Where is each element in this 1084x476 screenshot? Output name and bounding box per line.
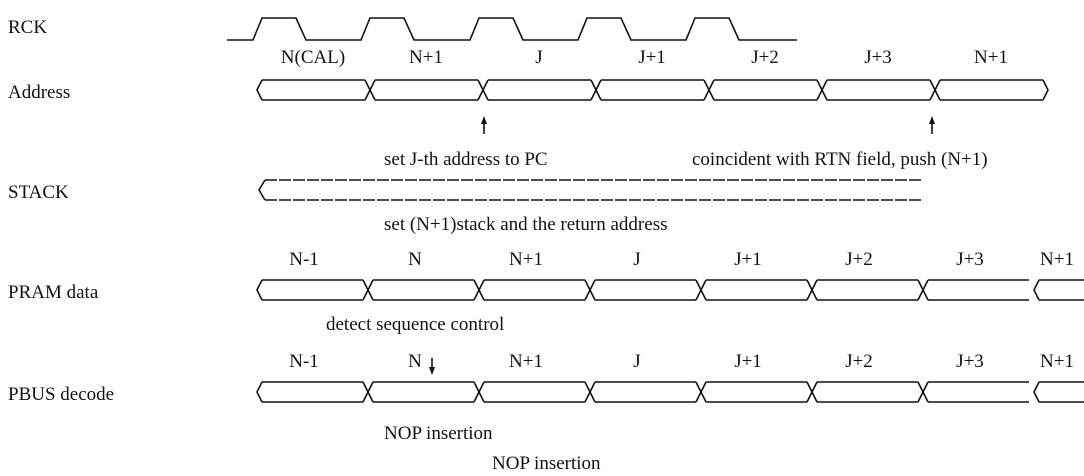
address-cell-label: J+3 bbox=[864, 47, 892, 68]
rck-label: RCK bbox=[8, 17, 47, 38]
address-label: Address bbox=[8, 82, 70, 103]
pram-data-cell-labels: N-1 N N+1 J J+1 J+2 J+3 N+1 bbox=[289, 249, 1074, 270]
pbus-cell-label: J+3 bbox=[956, 351, 984, 372]
address-bus bbox=[256, 79, 1049, 101]
pram-cell-label: J+2 bbox=[845, 249, 873, 270]
coincident-annotation: coincident with RTN field, push (N+1) bbox=[692, 149, 988, 170]
detect-annotation: detect sequence control bbox=[326, 314, 504, 335]
rck-clock-waveform bbox=[227, 17, 797, 41]
pram-cell-label: N+1 bbox=[1040, 249, 1074, 270]
pbus-decode-bus bbox=[256, 381, 1084, 403]
set-pc-annotation: set J-th address to PC bbox=[384, 149, 548, 170]
nop-insertion-annotation-1: NOP insertion bbox=[384, 423, 493, 444]
pram-cell-label: J bbox=[633, 249, 640, 270]
address-cell-label: J+2 bbox=[751, 47, 779, 68]
address-cell-label: J+1 bbox=[638, 47, 666, 68]
pbus-decode-cell-labels: N-1 N N+1 J J+1 J+2 J+3 N+1 bbox=[289, 351, 1074, 372]
address-cell-label: N(CAL) bbox=[281, 47, 345, 68]
pram-cell-label: N bbox=[408, 249, 422, 270]
pram-data-label: PRAM data bbox=[8, 282, 99, 303]
address-cell-label: N+1 bbox=[974, 47, 1008, 68]
stack-bus bbox=[258, 179, 922, 201]
down-arrow-n bbox=[429, 358, 435, 375]
pram-cell-label: J+1 bbox=[734, 249, 762, 270]
pbus-cell-label: J+2 bbox=[845, 351, 873, 372]
pram-cell-label: N+1 bbox=[509, 249, 543, 270]
address-cell-labels: N(CAL) N+1 J J+1 J+2 J+3 N+1 bbox=[281, 47, 1008, 68]
pram-cell-label: N-1 bbox=[289, 249, 319, 270]
up-arrow-j bbox=[481, 116, 487, 134]
set-stack-annotation: set (N+1)stack and the return address bbox=[384, 214, 667, 235]
pbus-cell-label: N-1 bbox=[289, 351, 319, 372]
pbus-cell-label: N+1 bbox=[509, 351, 543, 372]
pbus-cell-label: J bbox=[633, 351, 640, 372]
pbus-bus-outline bbox=[256, 381, 1084, 403]
pbus-cell-label: N+1 bbox=[1040, 351, 1074, 372]
address-cell-label: N+1 bbox=[409, 47, 443, 68]
pbus-cell-label: J+1 bbox=[734, 351, 762, 372]
stack-label: STACK bbox=[8, 182, 69, 203]
pbus-decode-label: PBUS decode bbox=[8, 384, 114, 405]
nop-insertion-annotation-2: NOP insertion bbox=[492, 453, 601, 474]
pram-bus-outline bbox=[256, 279, 1084, 301]
pram-cell-label: J+3 bbox=[956, 249, 984, 270]
pbus-cell-label: N bbox=[408, 351, 422, 372]
up-arrow-n1 bbox=[929, 116, 935, 134]
pram-data-bus bbox=[256, 279, 1084, 301]
address-bus-outline bbox=[256, 79, 1049, 101]
address-cell-label: J bbox=[535, 47, 542, 68]
